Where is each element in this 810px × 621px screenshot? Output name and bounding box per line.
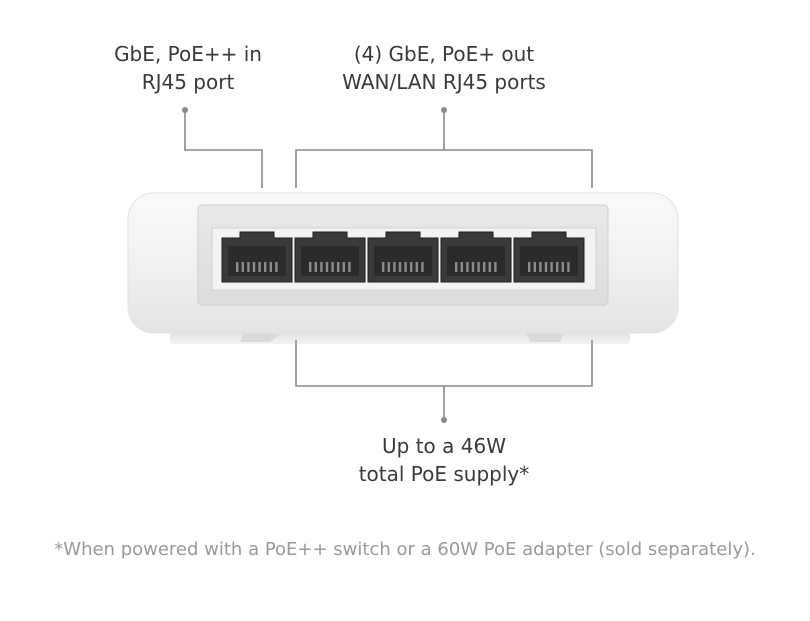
rj45-contact-pin bbox=[556, 262, 559, 272]
rj45-port-group bbox=[221, 231, 585, 283]
rj45-contact-pin bbox=[269, 262, 272, 272]
callout-poe-in-line2: RJ45 port bbox=[141, 70, 235, 94]
rj45-contact-pin bbox=[325, 262, 329, 272]
rj45-contact-pin bbox=[471, 262, 475, 272]
rj45-port bbox=[440, 231, 512, 283]
rj45-contact-pin bbox=[342, 262, 345, 272]
callout-lines bbox=[184, 110, 593, 420]
rj45-contact-pin bbox=[320, 262, 323, 272]
rj45-contact-pin bbox=[466, 262, 469, 272]
rj45-contact-pin bbox=[382, 262, 385, 272]
rj45-contact-pin bbox=[314, 262, 317, 272]
rj45-contact-pin bbox=[275, 262, 278, 272]
rj45-contact-pin bbox=[477, 262, 480, 272]
rj45-contact-pin bbox=[550, 262, 553, 272]
callout-supply-line2: total PoE supply* bbox=[358, 462, 530, 486]
callout-dots bbox=[182, 107, 447, 423]
callout-dot-poe-out bbox=[441, 107, 447, 113]
rj45-contact-pin bbox=[309, 262, 312, 272]
rj45-contact-pin bbox=[415, 262, 418, 272]
callout-poe-in-line1: GbE, PoE++ in bbox=[114, 42, 262, 66]
callout-poe-out-line2: WAN/LAN RJ45 ports bbox=[342, 70, 546, 94]
callout-supply: Up to a 46W total PoE supply* bbox=[314, 432, 574, 488]
rj45-contact-pin bbox=[337, 262, 340, 272]
rj45-port bbox=[294, 231, 366, 283]
rj45-contact-pin bbox=[410, 262, 413, 272]
callout-supply-line1: Up to a 46W bbox=[382, 434, 506, 458]
rj45-contact-pin bbox=[236, 262, 239, 272]
callout-line-supply bbox=[295, 340, 593, 387]
rj45-contact-pin bbox=[398, 262, 402, 272]
rj45-contact-pin bbox=[488, 262, 491, 272]
rj45-contact-pin bbox=[404, 262, 407, 272]
rj45-contact-pin bbox=[348, 262, 351, 272]
rj45-contact-pin bbox=[544, 262, 548, 272]
callout-dot-supply bbox=[441, 417, 447, 423]
rj45-contact-pin bbox=[561, 262, 564, 272]
rj45-contact-pin bbox=[528, 262, 531, 272]
rj45-contact-pin bbox=[241, 262, 244, 272]
rj45-contact-pin bbox=[539, 262, 542, 272]
rj45-contact-pin bbox=[483, 262, 486, 272]
rj45-port bbox=[221, 231, 293, 283]
callout-dot-poe-in bbox=[182, 107, 188, 113]
rj45-contact-pin bbox=[393, 262, 396, 272]
rj45-contact-pin bbox=[567, 262, 570, 272]
rj45-port bbox=[513, 231, 585, 283]
callout-line-poe-in bbox=[184, 110, 263, 188]
callout-poe-out: (4) GbE, PoE+ out WAN/LAN RJ45 ports bbox=[294, 40, 594, 96]
rj45-contact-pin bbox=[533, 262, 536, 272]
rj45-contact-pin bbox=[494, 262, 497, 272]
rj45-contact-pin bbox=[252, 262, 256, 272]
rj45-contact-pin bbox=[460, 262, 463, 272]
rj45-contact-pin bbox=[258, 262, 261, 272]
rj45-contact-pin bbox=[455, 262, 458, 272]
callout-poe-out-line1: (4) GbE, PoE+ out bbox=[353, 42, 535, 66]
footnote: *When powered with a PoE++ switch or a 6… bbox=[54, 539, 756, 560]
callout-line-poe-out bbox=[295, 149, 593, 188]
rj45-contact-pin bbox=[264, 262, 267, 272]
rj45-contact-pin bbox=[247, 262, 250, 272]
rj45-contact-pin bbox=[331, 262, 334, 272]
rj45-contact-pin bbox=[387, 262, 390, 272]
rj45-port bbox=[367, 231, 439, 283]
callout-poe-in: GbE, PoE++ in RJ45 port bbox=[88, 40, 288, 96]
rj45-contact-pin bbox=[421, 262, 424, 272]
